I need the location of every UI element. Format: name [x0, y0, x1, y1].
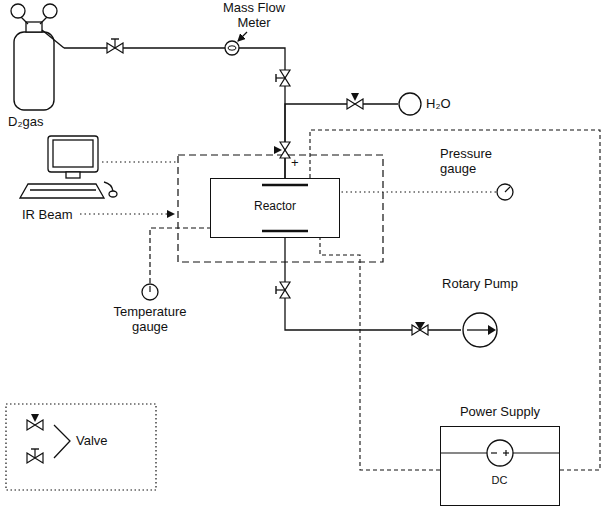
- legend-box: [6, 404, 156, 490]
- regulator-gauge: [43, 4, 57, 18]
- supply-box: DC: [440, 426, 560, 506]
- water-reservoir: H₂O: [398, 92, 470, 118]
- gauge-dial: [497, 184, 513, 200]
- supply-wire: [441, 452, 487, 453]
- connector-line: [340, 191, 496, 192]
- minus-sign: [491, 452, 497, 453]
- gauge-symbol: [141, 283, 159, 301]
- gauge-dial: [142, 284, 158, 300]
- valve-symbol: [107, 39, 123, 53]
- valve-symbol: [347, 93, 363, 109]
- leader-arrow: [238, 32, 247, 41]
- supply-label: Power Supply: [440, 404, 560, 419]
- valve-handle: [31, 414, 39, 422]
- pressure-gauge: Pressure gauge: [440, 146, 530, 204]
- valve-symbol: [276, 70, 290, 86]
- mass-flow-meter-symbol: [225, 41, 239, 55]
- valve-stem: [114, 39, 115, 48]
- source-circle: [487, 440, 513, 466]
- pump-arrowhead: [488, 325, 496, 335]
- reactor-enclosure: [178, 155, 383, 262]
- pump-outline: [463, 313, 497, 347]
- temperature-gauge: Temperature gauge: [100, 282, 200, 338]
- pump-flow: [467, 329, 489, 330]
- legend-bracket: [54, 425, 70, 458]
- reservoir-outline: [399, 93, 421, 115]
- valve-symbol: [274, 142, 290, 158]
- connector-line: [150, 228, 210, 283]
- data-link-line: [102, 161, 176, 162]
- valve-handle: [275, 286, 276, 294]
- regulator-gauge: [11, 4, 25, 18]
- cylinder-symbol: [8, 2, 64, 112]
- valve-handle: [275, 74, 276, 82]
- valve-symbol: [27, 414, 43, 430]
- valve-symbol: [27, 449, 43, 463]
- supply-wire: [513, 452, 559, 453]
- reactor-label: Reactor: [211, 199, 339, 214]
- valve-symbol: [412, 322, 428, 335]
- gauge-needle: [149, 286, 150, 292]
- gauge-label: Temperature gauge: [100, 304, 200, 334]
- connector-line: [285, 104, 398, 178]
- cylinder-label: D₂gas: [8, 114, 43, 129]
- connector-line: [320, 238, 440, 470]
- ir-beam-arrow: [80, 213, 174, 214]
- valve-handle: [111, 38, 119, 39]
- connector-line: [285, 238, 461, 330]
- connector-line: [310, 130, 600, 470]
- reservoir-bulb: [398, 92, 422, 116]
- valve-group: [27, 39, 428, 463]
- valve-stem: [34, 449, 35, 458]
- valve-handle: [274, 146, 282, 154]
- dc-source-symbol: [441, 427, 559, 505]
- power-supply: Power SupplyDC: [440, 404, 560, 506]
- outlet-pipe: [42, 30, 64, 48]
- electrode-plate: [262, 184, 308, 187]
- valve-stem: [276, 289, 285, 290]
- reservoir-label: H₂O: [426, 96, 451, 111]
- pump-symbol: [461, 311, 499, 349]
- plus-sign: [505, 450, 506, 456]
- pump-label: Rotary Pump: [430, 276, 530, 291]
- valve-symbol: [276, 282, 290, 298]
- gauge-symbol: [496, 183, 514, 201]
- gas-cylinder: D₂gas: [8, 2, 64, 132]
- computer-illustration: [20, 136, 117, 198]
- cylinder-body: [14, 32, 54, 110]
- legend-text: Valve: [76, 433, 108, 448]
- valve-handle: [31, 448, 39, 449]
- valve-port: [415, 322, 425, 330]
- reactor-box: Reactor: [210, 178, 340, 238]
- component-label: Mass Flow Meter: [206, 0, 302, 30]
- polarity-sign: +: [291, 155, 299, 170]
- dc-label: DC: [441, 473, 558, 488]
- gauge-needle: [505, 187, 510, 192]
- rotary-pump: Rotary Pump: [430, 276, 530, 352]
- valve-stem: [276, 77, 285, 78]
- gauge-label: Pressure gauge: [440, 146, 504, 176]
- beam-label: IR Beam: [22, 207, 73, 222]
- valve-handle: [351, 93, 359, 101]
- electrode-plate: [262, 230, 308, 233]
